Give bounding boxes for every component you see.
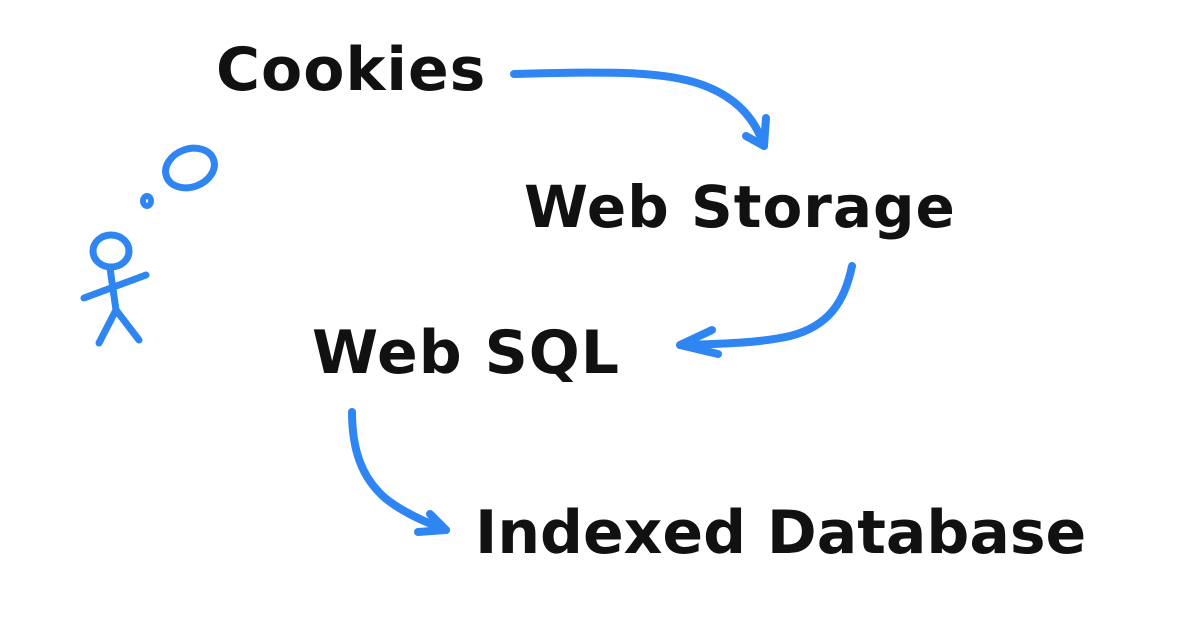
node-indexed-database: Indexed Database bbox=[475, 498, 1087, 568]
arrow-cookies-to-web-storage bbox=[510, 68, 770, 150]
stick-figure-icon bbox=[80, 231, 150, 347]
thought-bubble-icon bbox=[140, 144, 218, 209]
node-web-storage: Web Storage bbox=[524, 173, 956, 241]
node-web-sql: Web SQL bbox=[312, 318, 621, 388]
node-cookies: Cookies bbox=[216, 35, 487, 105]
arrow-web-storage-to-web-sql bbox=[676, 262, 856, 358]
arrow-web-sql-to-indexed-database bbox=[348, 408, 450, 536]
